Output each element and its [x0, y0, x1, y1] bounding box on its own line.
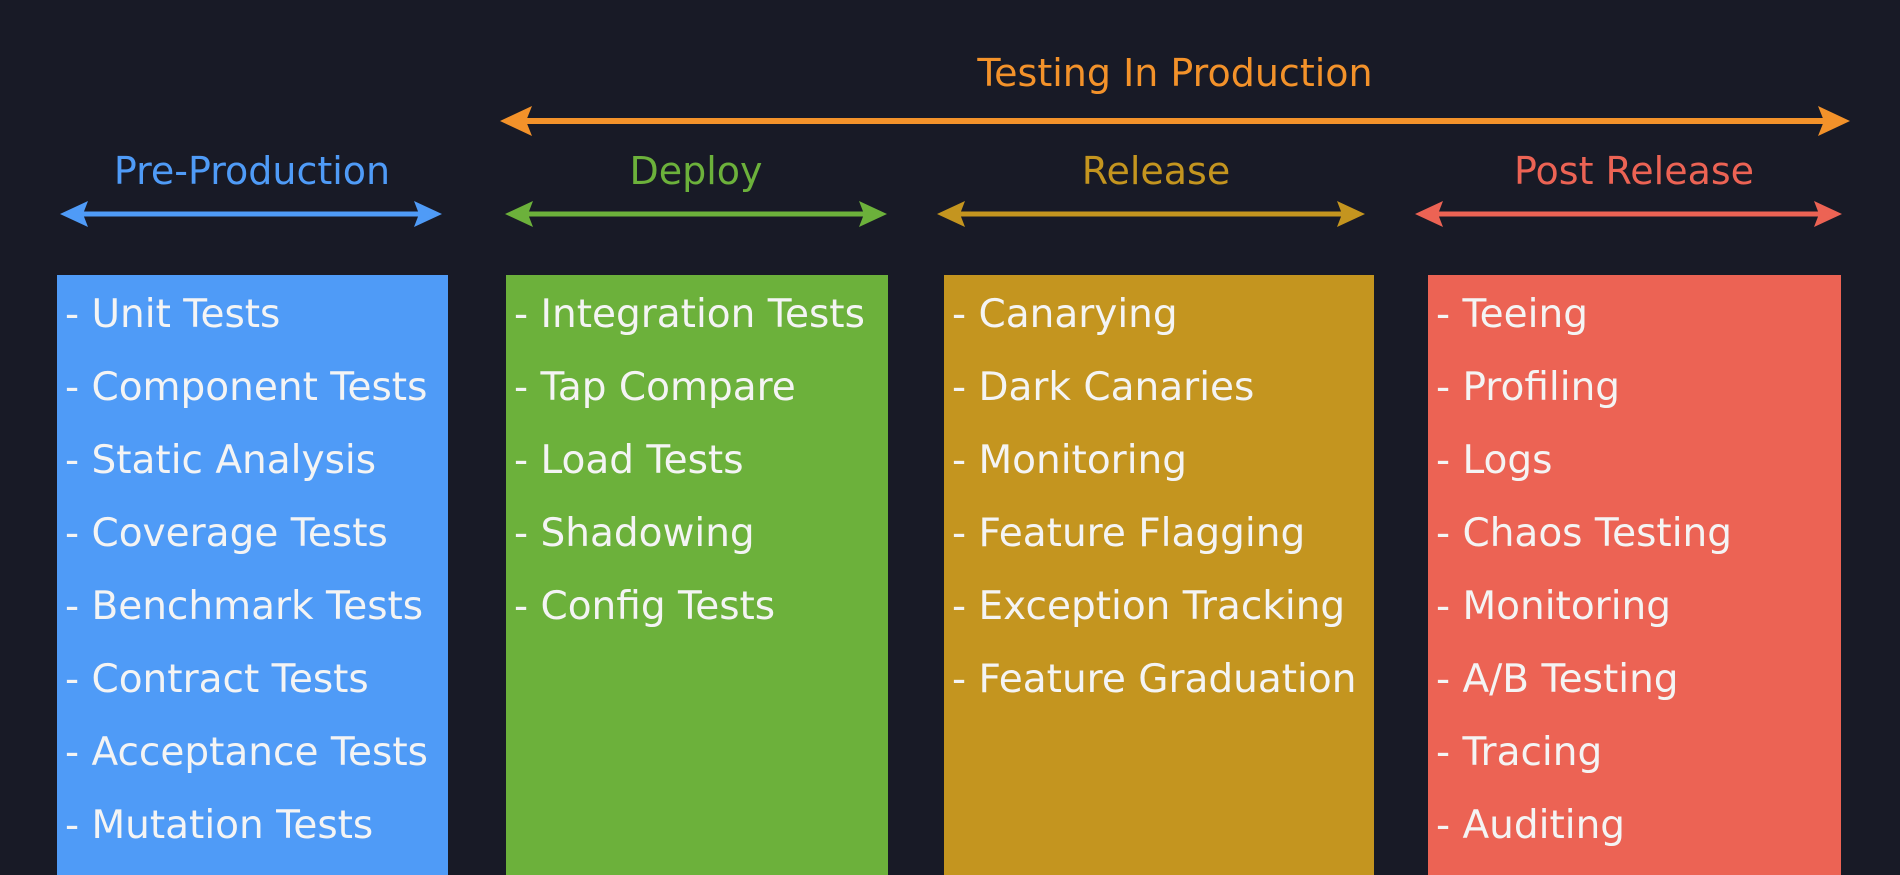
pre-production-list: - Unit Tests - Component Tests - Static …	[57, 289, 448, 873]
list-item: - Static Analysis	[65, 438, 377, 483]
phase-label-pre-production: Pre-Production	[113, 149, 391, 193]
testing-in-production-arrow	[500, 106, 1850, 136]
list-item: - Shadowing	[514, 511, 755, 556]
deploy-list: - Integration Tests - Tap Compare - Load…	[506, 289, 888, 654]
phase-label-release: Release	[1081, 149, 1231, 193]
list-item: - Contract Tests	[65, 657, 369, 702]
list-item: - Canarying	[952, 292, 1178, 337]
list-item: - Logs	[1436, 438, 1553, 483]
list-item: - Teeing	[1436, 292, 1588, 337]
list-item: - Config Tests	[514, 584, 776, 629]
phase-arrow-release	[937, 201, 1365, 227]
testing-in-production-label: Testing In Production	[977, 51, 1373, 95]
release-list: - Canarying - Dark Canaries - Monitoring…	[944, 289, 1374, 727]
list-item: - Unit Tests	[65, 292, 281, 337]
list-item: - Dark Canaries	[952, 365, 1255, 410]
list-item: - Profiling	[1436, 365, 1621, 410]
list-item: - Tracing	[1436, 730, 1603, 775]
list-item: - Mutation Tests	[65, 803, 374, 848]
list-item: - Monitoring	[1436, 584, 1672, 629]
list-item: - Integration Tests	[514, 292, 865, 337]
column-post-release: - Teeing - Profiling - Logs - Chaos Test…	[1428, 275, 1841, 875]
list-item: - Tap Compare	[514, 365, 796, 410]
list-item: - Acceptance Tests	[65, 730, 428, 775]
column-release: - Canarying - Dark Canaries - Monitoring…	[944, 275, 1374, 875]
list-item: - Auditing	[1436, 803, 1626, 848]
list-item: - Exception Tracking	[952, 584, 1346, 629]
post-release-list: - Teeing - Profiling - Logs - Chaos Test…	[1428, 289, 1841, 873]
column-deploy: - Integration Tests - Tap Compare - Load…	[506, 275, 888, 875]
phase-arrow-post-release	[1415, 201, 1842, 227]
list-item: - Feature Flagging	[952, 511, 1306, 556]
list-item: - Coverage Tests	[65, 511, 388, 556]
list-item: - Load Tests	[514, 438, 744, 483]
phase-label-post-release: Post Release	[1513, 149, 1755, 193]
phase-label-deploy: Deploy	[629, 149, 763, 193]
phase-arrow-pre-production	[60, 201, 442, 227]
column-pre-production: - Unit Tests - Component Tests - Static …	[57, 275, 448, 875]
list-item: - Feature Graduation	[952, 657, 1357, 702]
list-item: - A/B Testing	[1436, 657, 1679, 702]
list-item: - Chaos Testing	[1436, 511, 1733, 556]
list-item: - Monitoring	[952, 438, 1188, 483]
list-item: - Component Tests	[65, 365, 428, 410]
phase-arrow-deploy	[505, 201, 887, 227]
list-item: - Benchmark Tests	[65, 584, 424, 629]
